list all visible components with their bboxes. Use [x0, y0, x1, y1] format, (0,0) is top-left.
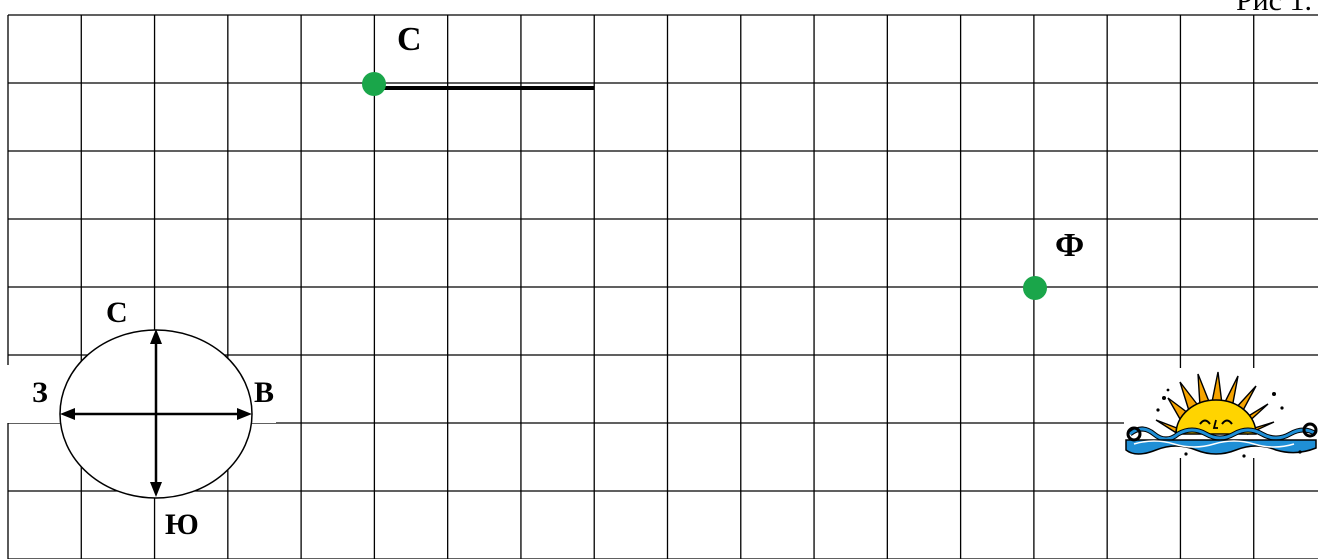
sun-over-sea-icon — [1124, 368, 1318, 458]
compass-north-label: С — [106, 296, 128, 329]
compass-south-label: Ю — [165, 508, 199, 541]
compass-east-label: В — [254, 376, 274, 409]
finish-point — [1023, 276, 1047, 300]
compass-west-label-bg — [0, 365, 60, 423]
compass-west-label: З — [32, 376, 48, 409]
start-point-label: С — [397, 21, 422, 58]
finish-point-label: Ф — [1055, 227, 1084, 264]
start-point — [362, 72, 386, 96]
compass: С Ю З В — [0, 296, 276, 541]
